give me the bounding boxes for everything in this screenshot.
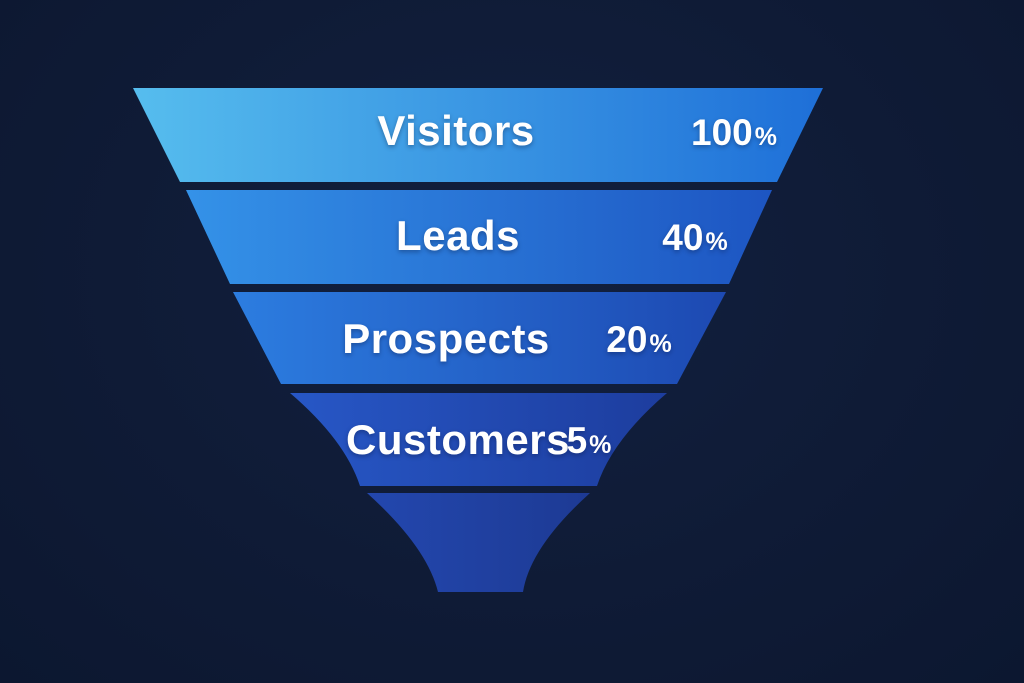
- stage-value-leads: 40 %: [662, 217, 727, 259]
- funnel-stage-shape-leads: [186, 190, 772, 284]
- stage-value-number: 20: [606, 319, 648, 360]
- stage-value-number: 5: [566, 420, 588, 461]
- funnel-stage-shape-customers: [290, 393, 667, 486]
- stage-label-leads: Leads: [396, 212, 520, 259]
- percent-sign: %: [705, 228, 728, 256]
- stage-value-visitors: 100 %: [691, 112, 777, 154]
- stage-label-visitors: Visitors: [377, 107, 535, 154]
- stage-value-customers: 5 %: [567, 420, 612, 462]
- funnel-stage-shape-prospects: [233, 292, 726, 384]
- funnel-stage-shape-visitors: [133, 88, 823, 182]
- stage-value-number: 100: [691, 112, 753, 153]
- funnel-spout-shape: [367, 493, 590, 592]
- stage-label-customers: Customers: [346, 416, 570, 463]
- percent-sign: %: [754, 123, 777, 151]
- stage-label-prospects: Prospects: [342, 315, 550, 362]
- percent-sign: %: [589, 431, 612, 459]
- stage-value-prospects: 20 %: [606, 319, 671, 361]
- stage-value-number: 40: [662, 217, 704, 258]
- percent-sign: %: [649, 330, 672, 358]
